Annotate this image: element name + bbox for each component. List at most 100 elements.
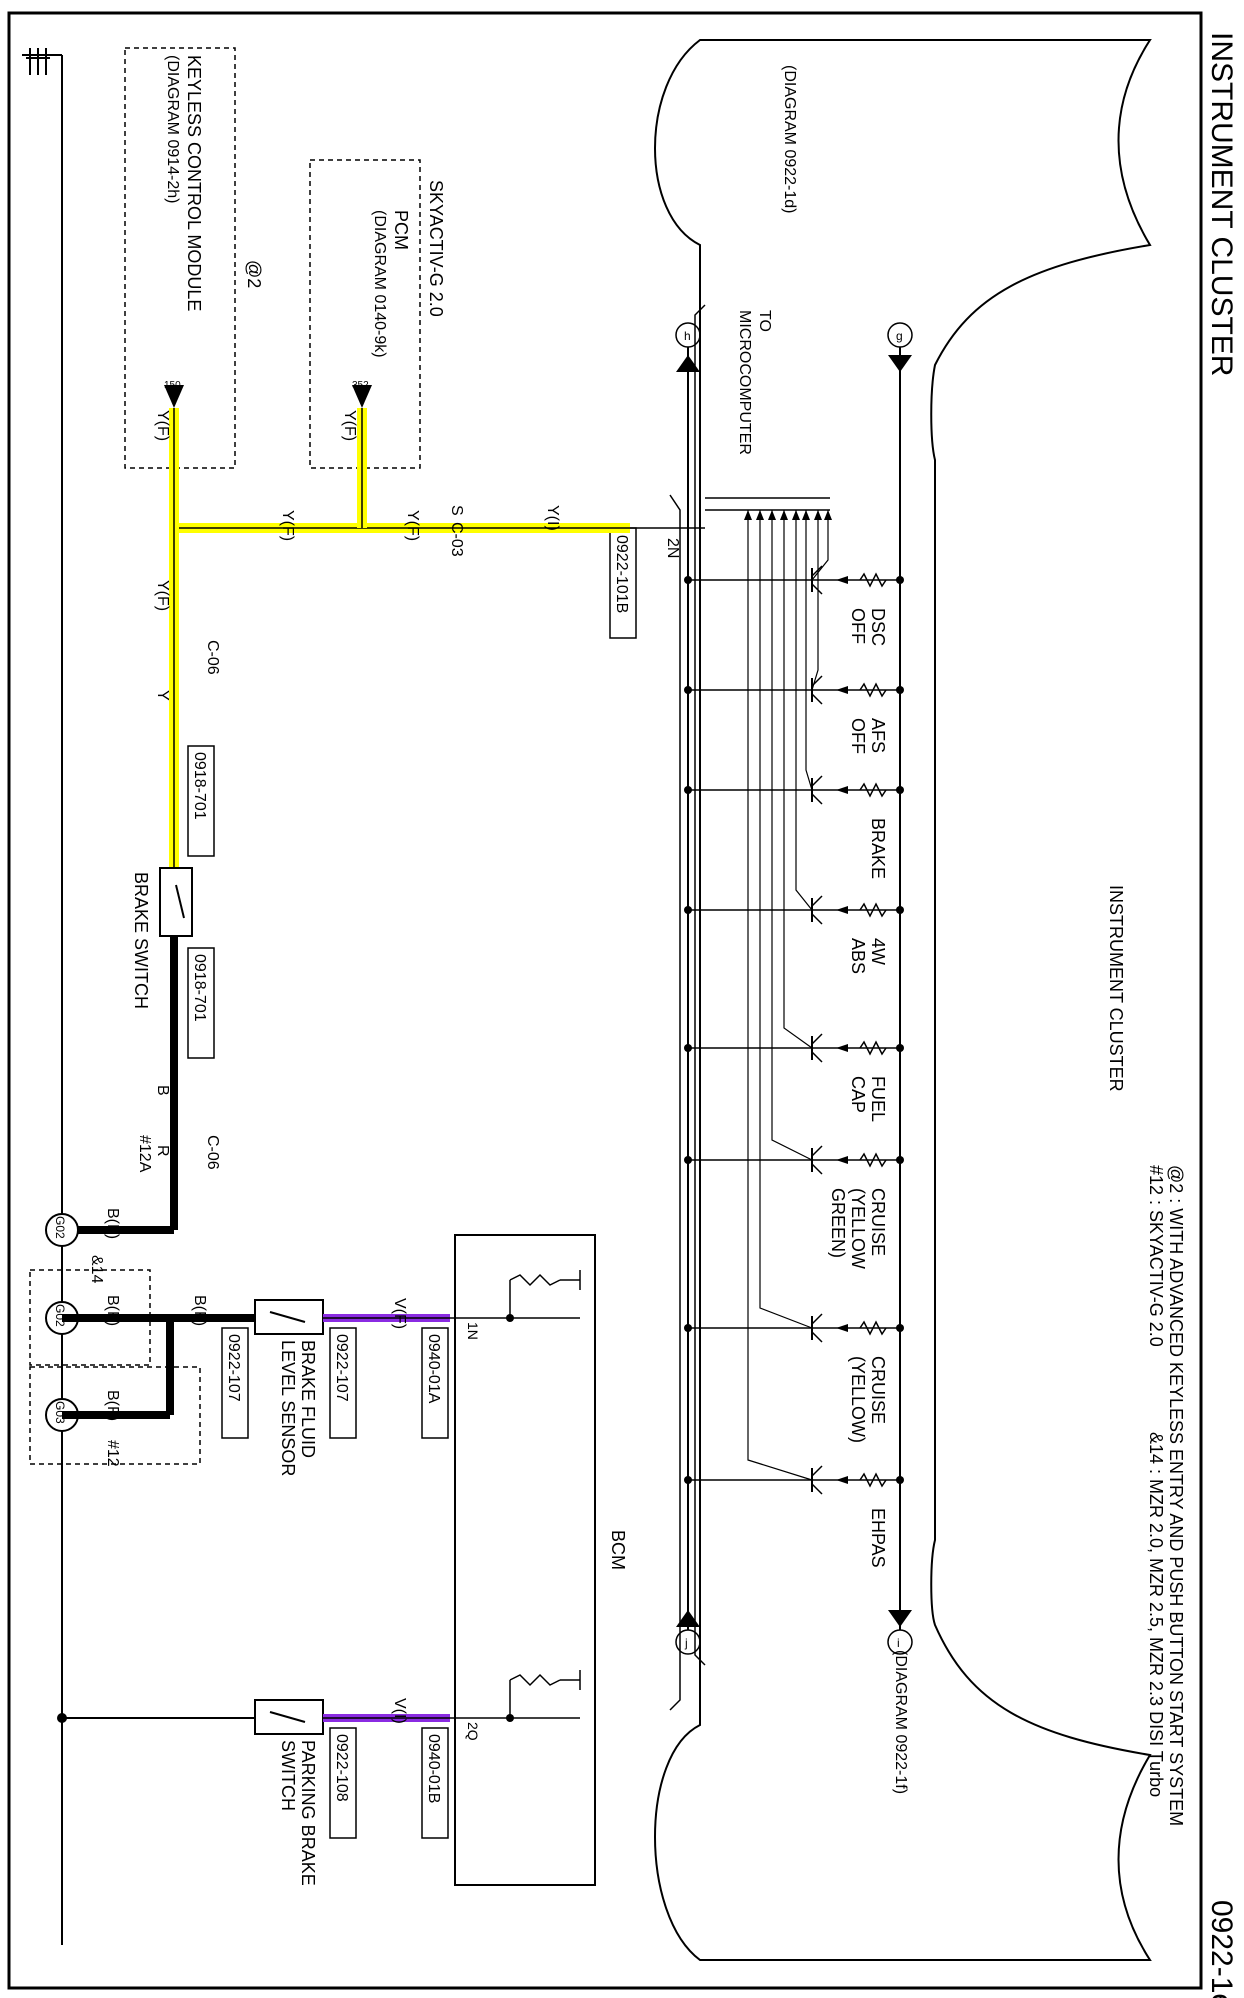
c06-bottom: C-06 [204, 1135, 221, 1170]
led-icon [836, 1044, 848, 1052]
cond-12: #12 [104, 1440, 121, 1467]
indicator-label: (YELLOW [848, 1188, 868, 1269]
instrument-cluster-outline [654, 39, 1152, 1961]
indicator-row: EHPAS [684, 510, 904, 1568]
arrow-h [676, 355, 700, 372]
note-12: #12 : SKYACTIV-G 2.0 [1146, 1165, 1166, 1347]
pcm-wire: Y(F) [341, 410, 358, 441]
to-label: TO [756, 310, 773, 332]
pcm-pin-arrow [352, 385, 372, 408]
resistor-icon [859, 782, 887, 798]
indicator-label: DSC [868, 608, 888, 646]
svg-text:Y(F): Y(F) [154, 580, 171, 611]
black-wire-brake: B C-06 R #12A B(F) [62, 936, 221, 1239]
parking-label-2: SWITCH [278, 1740, 298, 1811]
yellow-wire-main: Y(I) Y(F) Y(F) S C-03 [175, 505, 630, 557]
arrow-i [888, 1610, 912, 1627]
arrow-j [676, 1610, 700, 1627]
brake-fluid-level-sensor: 0922-107 BRAKE FLUID LEVEL SENSOR [254, 1299, 357, 1476]
reference-h: h [675, 322, 701, 348]
brake-switch-conn-top: 0918-701 [191, 752, 208, 820]
svg-text:V(F): V(F) [391, 1298, 408, 1329]
indicator-label: BRAKE [868, 818, 888, 879]
note-14: &14 : MZR 2.0, MZR 2.5, MZR 2.3 DISI Tur… [1146, 1432, 1166, 1797]
svg-text:j: j [684, 1636, 688, 1650]
bracket-left [694, 304, 706, 1666]
cond-14: &14 [88, 1255, 105, 1284]
svg-text:B(F): B(F) [191, 1295, 208, 1326]
svg-text:0922-101B: 0922-101B [613, 535, 630, 613]
keyless-diagram: (DIAGRAM 0914-2h) [164, 55, 181, 204]
parking-label-1: PARKING BRAKE [298, 1740, 318, 1886]
svg-text:B: B [154, 1085, 171, 1096]
c06-top: C-06 [204, 640, 221, 675]
pcm-diagram: (DIAGRAM 0140-9k) [371, 210, 388, 358]
arrow-g [888, 355, 912, 372]
c03-label: C-03 [448, 522, 465, 557]
indicator-label: (YELLOW) [848, 1356, 868, 1443]
yellow-wire-vertical: Y(F) C-06 Y [154, 528, 221, 870]
violet-wire-1n: V(F) 0940-01A [323, 1298, 450, 1439]
keyless-control-module-box: KEYLESS CONTROL MODULE (DIAGRAM 0914-2h)… [124, 47, 264, 528]
ground-rail [22, 48, 63, 1945]
pcm-box: PCM (DIAGRAM 0140-9k) SKYACTIV-G 2.0 352… [309, 159, 446, 528]
page-border [7, 11, 1203, 1990]
bcm-pin-2q: 2Q [465, 1722, 481, 1741]
resistor-icon [859, 572, 887, 588]
svg-text:B(F): B(F) [104, 1295, 121, 1326]
brake-fluid-wiring: B(F) B(F) B(F) 0922-107 [62, 1295, 255, 1439]
indicator-label: CAP [848, 1076, 868, 1113]
resistor-icon [859, 902, 887, 918]
led-icon [836, 1324, 848, 1332]
brake-fluid-label-1: BRAKE FLUID [298, 1340, 318, 1458]
brake-fluid-conn-a: 0922-107 [225, 1334, 242, 1402]
indicator-row: BRAKE [684, 510, 904, 879]
page-title: INSTRUMENT CLUSTER [1205, 32, 1238, 376]
bcm-conn-2q: 0940-01B [425, 1734, 442, 1803]
bcm-pin-1n: 1N [465, 1322, 481, 1340]
keyless-wire: Y(F) [154, 410, 171, 441]
diagram-ref-bottom: (DIAGRAM 0922-1f) [892, 1650, 909, 1794]
brake-fluid-conn-b: 0922-107 [333, 1334, 350, 1402]
indicator-label: 4W [868, 938, 888, 965]
indicator-label: CRUISE [868, 1356, 888, 1424]
indicator-label: CRUISE [868, 1188, 888, 1256]
svg-text:V(I): V(I) [391, 1698, 408, 1724]
microcomputer-bus [705, 497, 830, 511]
keyless-title: KEYLESS CONTROL MODULE [184, 55, 204, 311]
diagram-id: 0922-1e [1205, 1900, 1238, 1998]
c03-s: S [448, 505, 465, 516]
led-icon [836, 906, 848, 914]
indicator-row: CRUISE(YELLOW) [684, 510, 904, 1443]
cluster-connector-2n: 2N 0922-101B [609, 527, 705, 639]
svg-text:R: R [154, 1145, 171, 1157]
ground-g02-a: G02 [45, 1213, 79, 1247]
note-at2: @2 : WITH ADVANCED KEYLESS ENTRY AND PUS… [1166, 1165, 1186, 1826]
svg-text:#12A: #12A [136, 1135, 153, 1173]
resistor-icon [859, 1152, 887, 1168]
parking-conn: 0922-108 [333, 1734, 350, 1802]
svg-text:G02: G02 [53, 1216, 67, 1239]
keyless-pin-arrow [164, 385, 184, 408]
pcm-condition: SKYACTIV-G 2.0 [426, 180, 446, 317]
brake-fluid-label-2: LEVEL SENSOR [278, 1340, 298, 1476]
indicator-label: AFS [868, 718, 888, 753]
notes: @2 : WITH ADVANCED KEYLESS ENTRY AND PUS… [1146, 1165, 1186, 1826]
g02-condition-box [29, 1269, 151, 1366]
svg-text:g: g [896, 329, 903, 343]
led-icon [836, 1156, 848, 1164]
indicator-label: FUEL [868, 1076, 888, 1122]
resistor-icon [859, 1320, 887, 1336]
brake-switch-conn-bottom: 0918-701 [191, 954, 208, 1022]
bracket-right [669, 494, 681, 1711]
svg-text:B(F): B(F) [104, 1208, 121, 1239]
brake-switch: 0918-701 0918-701 BRAKE SWITCH [131, 745, 215, 1059]
indicator-label: EHPAS [868, 1508, 888, 1568]
led-icon [836, 1476, 848, 1484]
svg-text:i: i [897, 1636, 900, 1650]
microcomputer-label: MICROCOMPUTER [736, 310, 753, 455]
svg-text:2N: 2N [664, 538, 681, 558]
